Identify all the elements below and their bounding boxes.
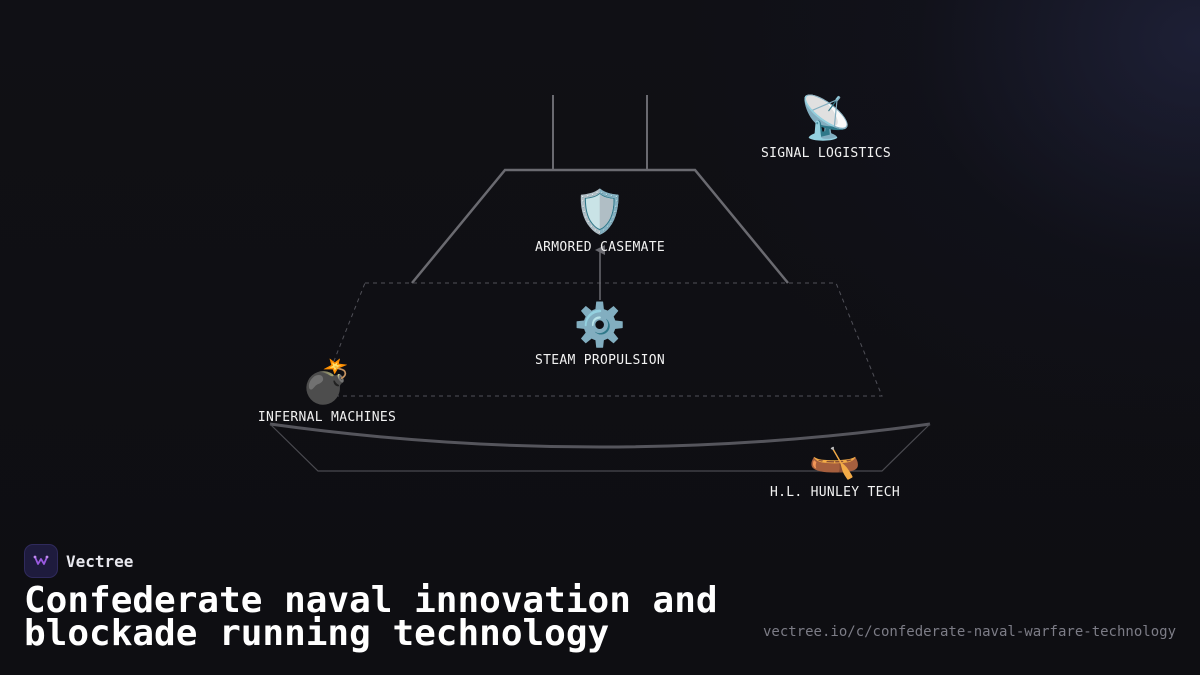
node-label: H.L. HUNLEY TECH [769,485,901,500]
brand-name: Vectree [66,551,134,571]
gear-icon: ⚙️ [573,300,627,349]
brand[interactable]: Vectree [24,544,133,578]
bomb-icon: 💣 [300,357,354,406]
shield-icon: 🛡️ [573,187,627,236]
page-title: Confederate naval innovation and blockad… [24,580,718,654]
canoe-icon: 🛶 [808,432,862,481]
node-label: STEAM PROPULSION [534,353,666,368]
casemate-outline [411,168,789,284]
node-label: SIGNAL LOGISTICS [760,146,892,161]
node-label: INFERNAL MACHINES [257,410,397,425]
node-steam-propulsion: ⚙️ STEAM PROPULSION [490,300,710,369]
node-infernal-machines: 💣 INFERNAL MACHINES [217,357,437,426]
satellite-dish-icon: 📡 [799,93,853,142]
node-label: ARMORED CASEMATE [534,240,666,255]
vectree-logo-icon [24,544,58,578]
node-signal-logistics: 📡 SIGNAL LOGISTICS [716,93,936,162]
hull-deck-line [269,422,931,449]
hull-outline [269,423,931,472]
engine-room-outline [319,282,883,397]
node-armored-casemate: 🛡️ ARMORED CASEMATE [490,187,710,256]
node-hunley-tech: 🛶 H.L. HUNLEY TECH [725,432,945,501]
source-url[interactable]: vectree.io/c/confederate-naval-warfare-t… [762,624,1176,640]
